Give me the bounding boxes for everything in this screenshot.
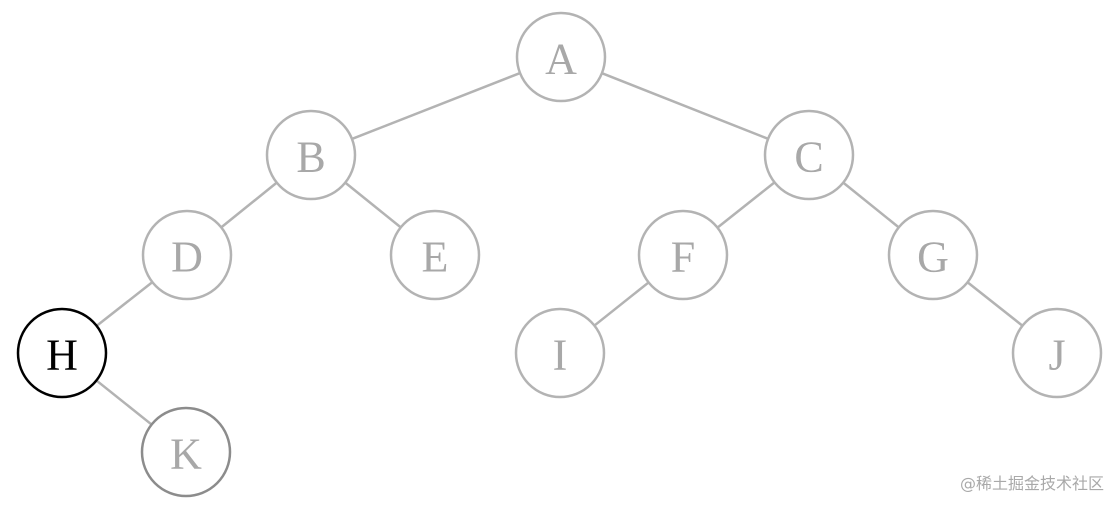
node-circle-j [1011,307,1103,399]
edge-c-g [842,181,900,229]
tree-node-f: F [637,209,729,301]
node-circle-k [140,406,232,498]
edge-f-i [593,281,650,327]
node-label-f: F [671,233,695,282]
edge-h-k [95,379,153,426]
node-label-c: C [794,133,823,182]
tree-node-b: B [265,109,357,201]
tree-edges [95,71,1024,426]
node-circle-b [265,109,357,201]
tree-node-h: H [16,307,108,399]
edge-b-e [344,181,402,229]
node-label-d: D [171,233,203,282]
node-circle-a [515,11,607,103]
tree-node-c: C [763,109,855,201]
tree-node-k: K [140,406,232,498]
node-circle-h [16,307,108,399]
edge-g-j [966,281,1024,327]
edge-c-f [716,181,776,229]
node-circle-i [514,307,606,399]
node-circle-d [141,209,233,301]
tree-nodes: A B C D E F G H I J K [16,11,1103,498]
node-label-a: A [545,35,577,84]
tree-node-e: E [389,209,481,301]
node-circle-f [637,209,729,301]
edge-a-c [601,72,769,140]
node-label-i: I [553,331,568,380]
node-circle-g [887,209,979,301]
edge-a-b [351,71,521,141]
tree-node-a: A [515,11,607,103]
edge-d-h [95,281,154,327]
tree-node-d: D [141,209,233,301]
watermark-text: @稀土掘金技术社区 [959,474,1104,493]
node-label-e: E [422,233,449,282]
edge-b-d [220,181,278,229]
tree-node-g: G [887,209,979,301]
node-label-b: B [296,133,325,182]
node-label-k: K [170,430,202,479]
tree-node-i: I [514,307,606,399]
node-circle-c [763,109,855,201]
node-label-g: G [917,233,949,282]
node-label-h: H [46,331,78,380]
node-label-j: J [1048,331,1065,380]
tree-node-j: J [1011,307,1103,399]
node-circle-e [389,209,481,301]
